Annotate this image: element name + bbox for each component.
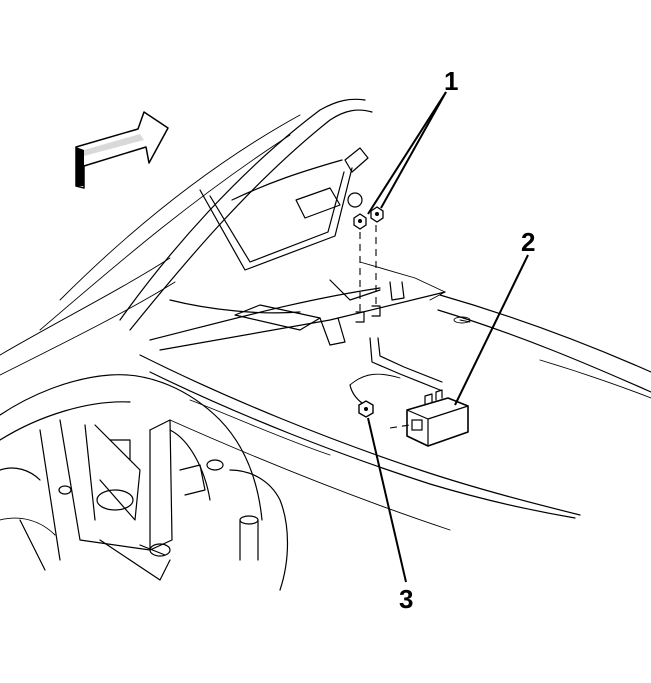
- suspension-linework: [0, 374, 289, 591]
- leader-1b: [380, 91, 447, 209]
- forward-arrow-icon: [75, 111, 169, 189]
- callout-label-1: 1: [444, 66, 458, 96]
- ground-nut-group: [349, 384, 374, 418]
- nut-icon: [353, 213, 367, 230]
- nut-icon: [358, 400, 374, 418]
- fastener-nuts-group: [353, 206, 384, 323]
- leader-3: [367, 417, 407, 583]
- leader-1a: [367, 91, 447, 215]
- callout-label-3: 3: [399, 584, 413, 614]
- control-module-icon: [389, 389, 469, 447]
- vehicle-body-linework: [0, 98, 651, 531]
- nut-icon: [370, 206, 384, 223]
- callout-leaders: [367, 91, 529, 583]
- leader-2: [454, 254, 529, 406]
- callout-label-2: 2: [521, 227, 535, 257]
